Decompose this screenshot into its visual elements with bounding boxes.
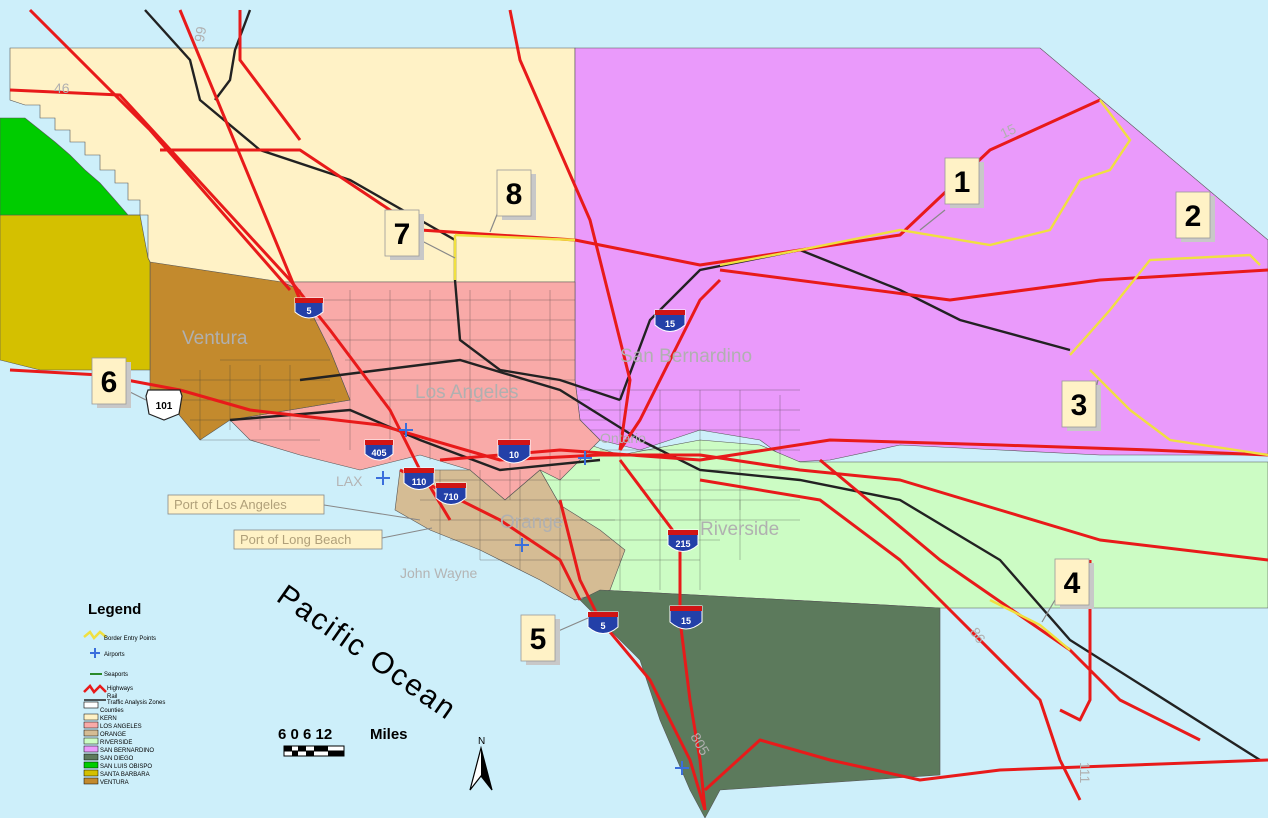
legend-item-14: SANTA BARBARA [100,772,150,778]
scale-unit: Miles [370,726,408,743]
legend-swatch-6 [83,761,99,769]
legend-item-1: Airports [104,652,125,658]
county-san-luis-obispo[interactable] [0,117,140,216]
county-label-los-angeles: Los Angeles [415,382,519,403]
county-label-san-bernardino: San Bernardino [620,346,752,367]
shield-i405: 405 [364,439,394,461]
svg-text:Port of Los Angeles: Port of Los Angeles [174,497,287,512]
svg-text:7: 7 [394,218,411,251]
legend-title: Legend [88,601,141,618]
shield-i710: 710 [435,482,467,505]
marker-1[interactable]: 1 [919,157,984,231]
legend-item-9: ORANGE [100,732,126,738]
marker-7[interactable]: 7 [384,209,456,260]
svg-text:1: 1 [954,166,971,199]
svg-text:101: 101 [156,401,173,412]
airport-icon [376,423,689,775]
legend-swatch-4 [83,745,99,753]
svg-text:4: 4 [1064,567,1081,600]
svg-text:5: 5 [530,623,547,656]
shield-i15-south: 15 [669,605,703,630]
north-arrow-icon: N [469,736,493,791]
interstate-shields: 5 15 405 10 110 710 [145,297,703,634]
svg-text:405: 405 [371,448,386,458]
marker-8[interactable]: 8 [489,169,536,233]
legend-item-7: KERN [100,716,117,722]
svg-text:Port of Long Beach: Port of Long Beach [240,532,351,547]
legend-item-4: Rail [107,694,117,700]
svg-text:15: 15 [665,319,675,329]
shield-i5-north: 5 [294,297,324,319]
legend-swatch-8 [83,777,99,785]
legend-item-6: Counties [100,708,124,714]
legend-symbol-taz [83,701,99,709]
legend-item-2: Seaports [104,672,128,678]
route-15-label: 15 [998,120,1019,141]
shield-i15-north: 15 [654,309,686,332]
scale-ticks: 6 0 6 12 [278,726,332,743]
county-riverside[interactable] [539,439,1268,609]
svg-text:110: 110 [412,477,427,487]
route-46-label: 46 [54,80,70,96]
legend-county-swatches [83,713,99,785]
svg-text:N: N [478,736,485,747]
legend-symbol-highway [83,684,107,694]
legend-item-11: SAN BERNARDINO [100,748,154,754]
svg-text:10: 10 [509,450,519,460]
svg-text:8: 8 [506,178,523,211]
shield-us101: 101 [145,389,183,421]
county-label-riverside: Riverside [700,519,779,540]
route-99-label: 99 [191,25,209,43]
svg-text:710: 710 [443,492,458,502]
shield-i110: 110 [403,467,435,490]
scale-bar: 6 0 6 12 Miles [278,726,408,757]
svg-text:2: 2 [1185,200,1202,233]
county-label-ventura: Ventura [182,328,248,349]
port-callout-los-angeles: Port of Los Angeles [167,494,421,521]
legend: Legend Border Entry PointsAirportsSeapor… [83,601,165,786]
legend-swatch-7 [83,769,99,777]
svg-text:6: 6 [101,366,118,399]
legend-item-15: VENTURA [100,780,129,786]
legend-symbol-airport [90,648,100,658]
legend-swatch-3 [83,737,99,745]
port-callout-long-beach: Port of Long Beach [233,527,433,550]
marker-4[interactable]: 4 [1041,558,1094,623]
shield-i10: 10 [497,439,531,464]
svg-text:215: 215 [675,539,690,549]
shield-i5-south: 5 [587,611,619,634]
svg-text:15: 15 [681,616,691,626]
legend-swatch-5 [83,753,99,761]
svg-text:5: 5 [600,621,605,631]
marker-3[interactable]: 3 [1061,379,1101,431]
route-111-label: 111 [1077,762,1093,783]
county-label-orange: Orange [500,512,563,533]
legend-item-5: Traffic Analysis Zones [107,700,165,706]
legend-item-texts: Border Entry PointsAirportsSeaportsHighw… [100,636,165,786]
marker-6[interactable]: 6 [91,357,147,408]
legend-item-13: SAN LUIS OBISPO [100,764,152,770]
legend-item-8: LOS ANGELES [100,724,142,730]
legend-symbol-border-entry [83,630,107,640]
numbered-markers[interactable]: 1 2 3 4 5 6 [91,157,1215,665]
legend-swatch-1 [83,721,99,729]
legend-swatch-2 [83,729,99,737]
airport-label-john-wayne: John Wayne [400,565,478,581]
city-label-ontario: Ontario [600,430,646,446]
shield-i215: 215 [667,529,699,552]
legend-swatch-0 [83,713,99,721]
airport-label-lax: LAX [336,473,363,489]
legend-item-10: RIVERSIDE [100,740,132,746]
legend-item-12: SAN DIEGO [100,756,134,762]
svg-text:3: 3 [1071,389,1088,422]
svg-text:5: 5 [306,306,311,316]
county-santa-barbara[interactable] [0,214,151,371]
marker-5[interactable]: 5 [520,614,589,665]
border-entry-routes [453,99,1268,651]
legend-item-0: Border Entry Points [104,636,156,642]
marker-2[interactable]: 2 [1175,191,1215,242]
legend-item-3: Highways [107,686,133,692]
